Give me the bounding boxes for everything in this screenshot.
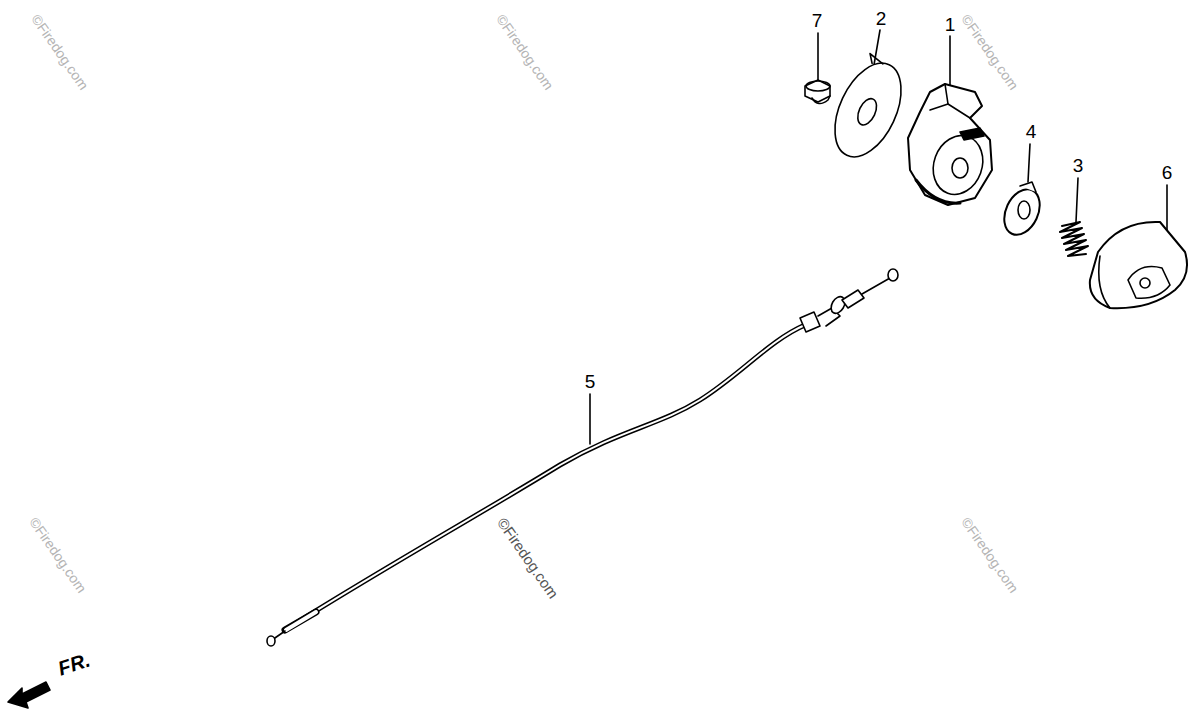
callout-number: 6: [1162, 163, 1173, 182]
washer: [821, 51, 915, 167]
callout-number: 4: [1026, 122, 1037, 141]
bolt: [805, 80, 830, 104]
watermark: ©Firedog.com: [492, 512, 564, 604]
callout-number: 1: [945, 15, 956, 34]
watermark: ©Firedog.com: [494, 12, 556, 92]
callout-number: 2: [876, 9, 887, 28]
lever-housing: [908, 84, 992, 205]
leader-line: [1076, 178, 1078, 222]
watermark: ©Firedog.com: [959, 12, 1021, 92]
front-arrow: [8, 682, 50, 708]
leader-line: [589, 394, 591, 444]
clip-ring: [997, 182, 1046, 241]
leader-line: [1166, 185, 1168, 232]
leader-line: [949, 36, 951, 86]
callout-number: 3: [1073, 156, 1084, 175]
callout-number: 5: [585, 372, 596, 391]
watermark: ©Firedog.com: [27, 515, 89, 595]
watermark: ©Firedog.com: [29, 12, 91, 92]
leader-line: [817, 33, 819, 80]
direction-label: FR.: [56, 650, 93, 679]
leader-line: [1028, 144, 1030, 182]
throttle-cable: [267, 269, 898, 646]
callout-number: 7: [812, 11, 823, 30]
end-cap: [1090, 222, 1187, 308]
spring: [1060, 222, 1088, 256]
watermark: ©Firedog.com: [959, 515, 1021, 595]
